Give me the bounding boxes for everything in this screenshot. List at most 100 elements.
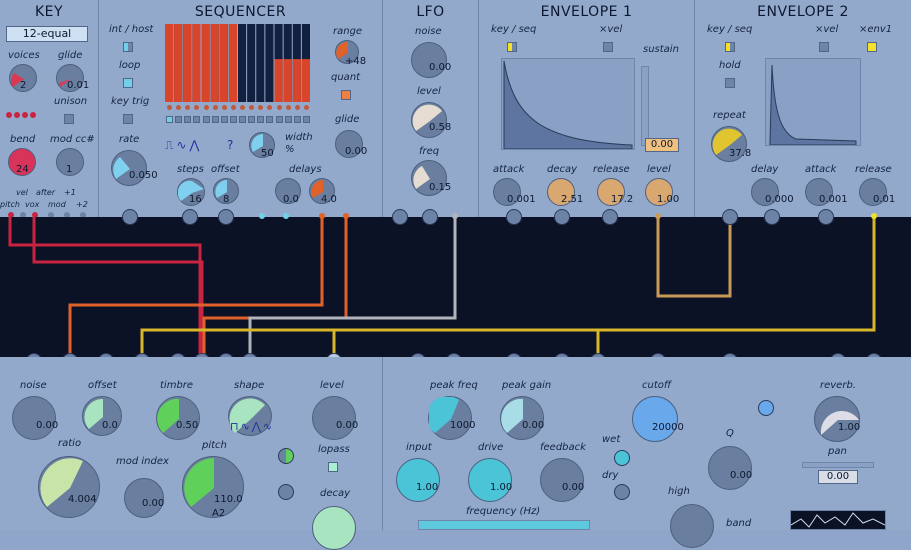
step-cell-bg[interactable] xyxy=(247,24,256,102)
port-seq-offset[interactable] xyxy=(218,209,234,225)
lopass-toggle[interactable] xyxy=(328,462,338,472)
shape-random[interactable]: ? xyxy=(227,138,234,152)
step-bar[interactable] xyxy=(283,59,292,102)
env2-xenv1-toggle[interactable] xyxy=(867,42,877,52)
drive-knob[interactable] xyxy=(468,458,512,502)
env1-level-knob[interactable] xyxy=(645,178,673,206)
step-toggle[interactable] xyxy=(175,116,183,123)
step-bar[interactable] xyxy=(174,24,183,102)
step-toggle[interactable] xyxy=(229,116,237,123)
input-knob[interactable] xyxy=(396,458,440,502)
port-seq-steps[interactable] xyxy=(182,209,198,225)
step-toggle[interactable] xyxy=(184,116,192,123)
pitch-knob[interactable] xyxy=(182,456,244,518)
loop-toggle[interactable] xyxy=(123,78,133,88)
env2-delay-knob[interactable] xyxy=(751,178,779,206)
key-out-pitch[interactable] xyxy=(8,212,14,218)
peakfreq-knob[interactable] xyxy=(428,396,472,440)
step-bar[interactable] xyxy=(301,59,310,102)
q-knob[interactable] xyxy=(708,446,752,490)
shape-waveforms[interactable]: ⊓∿⋀∿ xyxy=(230,420,275,433)
port-env1-out[interactable] xyxy=(655,213,661,219)
hold-toggle[interactable] xyxy=(725,78,735,88)
step-toggle[interactable] xyxy=(293,116,301,123)
steps-knob[interactable] xyxy=(177,178,205,206)
range-knob[interactable] xyxy=(335,40,359,64)
env1-release-knob[interactable] xyxy=(597,178,625,206)
step-bar[interactable] xyxy=(183,24,192,102)
modindex-knob[interactable] xyxy=(124,478,164,518)
step-bar[interactable] xyxy=(274,59,283,102)
timbre-knob[interactable] xyxy=(156,396,200,440)
port-seq-delay3[interactable] xyxy=(343,213,349,219)
step-bar[interactable] xyxy=(210,24,219,102)
step-toggle[interactable] xyxy=(193,116,201,123)
key-out-plus2[interactable] xyxy=(80,212,86,218)
port-env2-repeat[interactable] xyxy=(722,209,738,225)
waveform-selector[interactable]: ⎍∿⋀ xyxy=(165,138,203,152)
step-toggle[interactable] xyxy=(266,116,274,123)
step-bar[interactable] xyxy=(201,24,210,102)
port-seq-delay2[interactable] xyxy=(319,213,325,219)
peakgain-knob[interactable] xyxy=(500,396,544,440)
reverb-knob[interactable] xyxy=(814,396,860,442)
inthost-toggle[interactable] xyxy=(123,42,133,52)
port-seq-delay1[interactable] xyxy=(283,213,289,219)
step-cell-bg[interactable] xyxy=(256,24,265,102)
step-grid[interactable] xyxy=(165,24,311,102)
seq-offset-knob[interactable] xyxy=(213,178,239,204)
osc-level-knob[interactable] xyxy=(312,396,356,440)
decay-knob[interactable] xyxy=(312,506,356,550)
port-env2-a[interactable] xyxy=(764,209,780,225)
step-bar[interactable] xyxy=(228,24,237,102)
step-bar[interactable] xyxy=(165,24,174,102)
seq-glide-knob[interactable] xyxy=(335,130,363,158)
cutoff-knob[interactable] xyxy=(632,396,678,442)
frequency-bar[interactable] xyxy=(418,520,590,530)
env2-attack-knob[interactable] xyxy=(805,178,833,206)
port-env1-b[interactable] xyxy=(554,209,570,225)
port-env1-c[interactable] xyxy=(602,209,618,225)
pan-slider[interactable] xyxy=(802,462,874,468)
key-out-vox[interactable] xyxy=(20,212,26,218)
lfo-level-knob[interactable] xyxy=(411,102,447,138)
step-toggle[interactable] xyxy=(275,116,283,123)
step-bar[interactable] xyxy=(219,24,228,102)
env2-release-knob[interactable] xyxy=(859,178,887,206)
step-toggle[interactable] xyxy=(248,116,256,123)
voices-knob[interactable] xyxy=(9,64,37,92)
unison-toggle[interactable] xyxy=(64,114,74,124)
key-out-plus1[interactable] xyxy=(64,212,70,218)
ratio-knob[interactable] xyxy=(38,456,100,518)
keytrig-toggle[interactable] xyxy=(123,114,133,124)
mix-port-a[interactable] xyxy=(278,448,294,464)
step-toggle-row[interactable] xyxy=(165,116,311,125)
port-env1-a[interactable] xyxy=(506,209,522,225)
step-toggle[interactable] xyxy=(211,116,219,123)
dry-port[interactable] xyxy=(614,484,630,500)
key-out-after[interactable] xyxy=(48,212,54,218)
osc-offset-knob[interactable] xyxy=(82,396,122,436)
env1-decay-knob[interactable] xyxy=(547,178,575,206)
wet-port[interactable] xyxy=(614,450,630,466)
port-env2-out[interactable] xyxy=(871,213,877,219)
lfo-noise-knob[interactable] xyxy=(411,42,447,78)
modcc-knob[interactable] xyxy=(56,148,84,176)
step-toggle[interactable] xyxy=(220,116,228,123)
env2-keyseq-toggle[interactable] xyxy=(725,42,735,52)
step-cell-bg[interactable] xyxy=(238,24,247,102)
delay2-knob[interactable] xyxy=(309,178,335,204)
port-env2-b[interactable] xyxy=(818,209,834,225)
bend-knob[interactable] xyxy=(8,148,36,176)
rate-knob[interactable] xyxy=(111,150,147,186)
port-seq-rate[interactable] xyxy=(122,209,138,225)
mix-port-b[interactable] xyxy=(278,484,294,500)
env2-xvel-toggle[interactable] xyxy=(819,42,829,52)
repeat-knob[interactable] xyxy=(711,126,747,162)
width-knob[interactable] xyxy=(249,132,275,158)
osc-noise-knob[interactable] xyxy=(12,396,56,440)
step-toggle[interactable] xyxy=(302,116,310,123)
shape-knob[interactable] xyxy=(228,396,272,436)
feedback-knob[interactable] xyxy=(540,458,584,502)
step-bar[interactable] xyxy=(192,24,201,102)
